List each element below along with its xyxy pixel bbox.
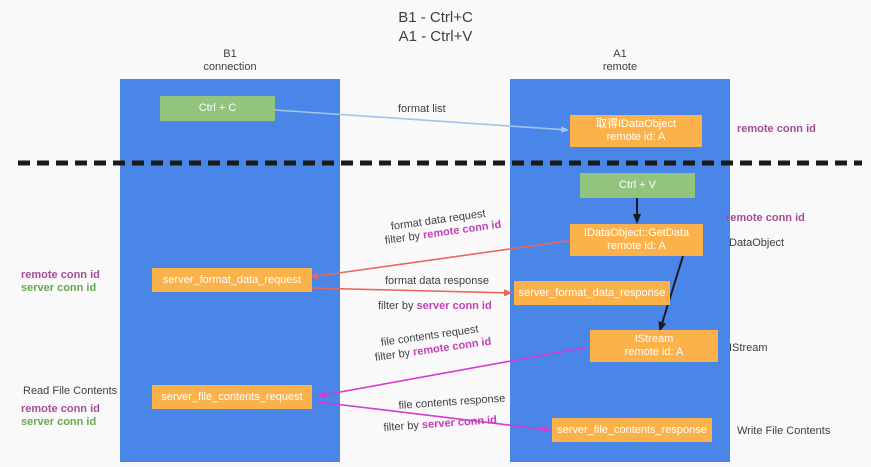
title-line-2: A1 - Ctrl+V xyxy=(398,28,473,45)
node-ctrl-v-label: Ctrl + V xyxy=(619,179,656,191)
edge-label-file-contents-response-filter: filter by server conn id xyxy=(383,413,497,435)
node-server-file-contents-request[interactable]: server_file_contents_request xyxy=(152,385,312,409)
filter-key-server-conn-id: server conn id xyxy=(416,300,492,312)
annotation-dataobject: DataObject xyxy=(729,237,785,249)
annotation-remote-conn-id-mid: remote conn id xyxy=(726,212,805,224)
lane-header-a1: A1 remote xyxy=(510,48,730,74)
filter-prefix: filter by xyxy=(383,419,423,434)
filter-prefix: filter by xyxy=(378,300,417,312)
edge-label-format-data-response: format data response xyxy=(385,275,489,287)
node-server-format-data-request[interactable]: server_format_data_request xyxy=(152,268,312,292)
lane-header-b1: B1 connection xyxy=(120,48,340,74)
edge-label-format-data-response-filter: filter by server conn id xyxy=(378,299,492,313)
node-get-idataobject[interactable]: 取得IDataObject remote id: A xyxy=(570,115,702,147)
lane-a1-name: A1 xyxy=(613,48,627,60)
node-istream-title: IStream xyxy=(634,333,674,345)
edge-format-data-response xyxy=(309,287,513,297)
filter-key-server-conn-id: server conn id xyxy=(421,414,498,432)
node-ctrl-v[interactable]: Ctrl + V xyxy=(580,173,695,198)
lane-b1-name: B1 xyxy=(223,48,237,60)
node-idataobject-getdata[interactable]: IDataObject::GetData remote id: A xyxy=(570,224,703,256)
filter-prefix: filter by xyxy=(384,229,424,247)
node-idataobject-getdata-title: IDataObject::GetData xyxy=(583,227,690,239)
node-server-file-contents-request-label: server_file_contents_request xyxy=(161,390,303,403)
lane-a1-sub: remote xyxy=(602,61,638,73)
node-istream[interactable]: IStream remote id: A xyxy=(590,330,718,362)
node-istream-subtitle: remote id: A xyxy=(624,346,684,358)
node-server-format-data-response-label: server_format_data_response xyxy=(518,286,666,299)
node-server-format-data-response[interactable]: server_format_data_response xyxy=(514,281,670,305)
annotation-left-remote-conn-id-2: remote conn id xyxy=(21,403,100,415)
edge-label-file-contents-response: file contents response xyxy=(398,392,506,412)
node-ctrl-c[interactable]: Ctrl + C xyxy=(160,96,275,121)
node-get-idataobject-subtitle: remote id: A xyxy=(606,131,666,143)
annotation-remote-conn-id-top: remote conn id xyxy=(737,123,816,135)
filter-prefix: filter by xyxy=(374,346,414,364)
node-ctrl-c-label: Ctrl + C xyxy=(198,102,237,114)
lane-b1-sub: connection xyxy=(203,61,257,73)
node-get-idataobject-title: 取得IDataObject xyxy=(595,118,677,130)
annotation-left-remote-conn-id-1: remote conn id xyxy=(21,269,100,281)
annotation-istream: IStream xyxy=(729,342,768,354)
annotation-left-server-conn-id-2: server conn id xyxy=(21,416,97,428)
node-server-format-data-request-label: server_format_data_request xyxy=(162,273,302,286)
annotation-left-server-conn-id-1: server conn id xyxy=(21,282,97,294)
node-server-file-contents-response[interactable]: server_file_contents_response xyxy=(552,418,712,442)
diagram-title: B1 - Ctrl+C A1 - Ctrl+V xyxy=(0,8,871,46)
title-line-1: B1 - Ctrl+C xyxy=(398,9,473,26)
annotation-read-file-contents: Read File Contents xyxy=(23,385,118,397)
annotation-write-file-contents: Write File Contents xyxy=(737,425,831,437)
edge-label-format-list: format list xyxy=(398,103,446,115)
node-server-file-contents-response-label: server_file_contents_response xyxy=(557,423,707,436)
node-idataobject-getdata-subtitle: remote id: A xyxy=(607,240,666,252)
